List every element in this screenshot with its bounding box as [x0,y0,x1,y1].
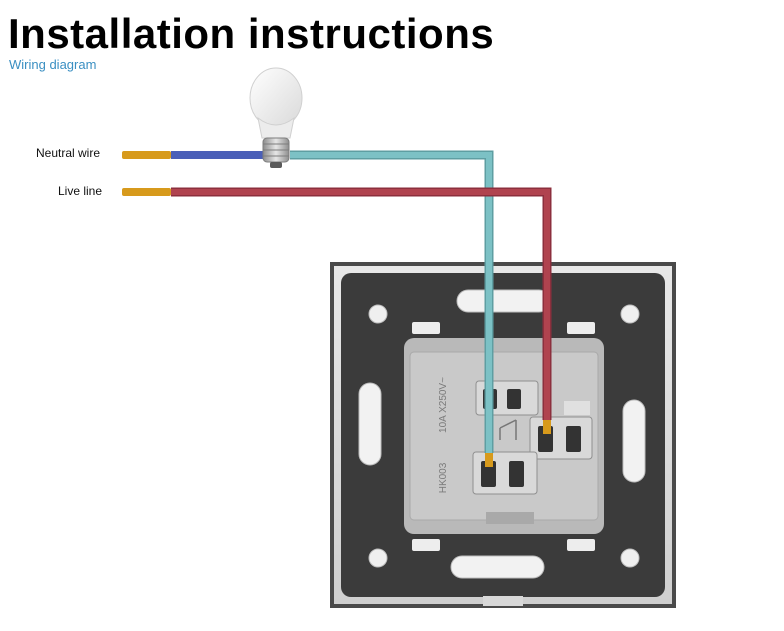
clip-bottom-left [412,539,440,551]
clip-top-left [412,322,440,334]
live-line-label: Live line [58,184,103,198]
bulb-neck [257,116,295,139]
upper-terminal-slot-right [507,389,521,409]
load-terminal-slot-left [481,461,496,487]
load-terminal-slot-right [509,461,524,487]
right-mounting-slot [622,399,646,483]
wires [122,150,552,467]
diagram-subtitle: Wiring diagram [9,57,97,72]
rating-text: 10A X250V~ [438,377,449,433]
light-bulb [249,67,303,168]
switched-wire [290,152,492,453]
switch-symbol [499,419,517,440]
bottom-tab [483,596,523,606]
load-copper-end [485,453,493,467]
live-terminal-slot-right [566,426,581,452]
clip-bottom-right [567,539,595,551]
socket-module: 10A X250V~ HK003 [404,338,604,534]
live-terminal-copper-end [543,420,551,434]
module-foot [486,512,534,524]
clip-top-right [567,322,595,334]
neutral-wire-label: Neutral wire [36,146,101,160]
left-mounting-slot [358,382,382,466]
screw-hole-top-right [620,304,640,324]
top-mounting-slot [456,289,551,313]
live-copper-end [122,188,171,196]
page-title: Installation instructions [8,10,495,57]
model-text: HK003 [438,462,449,493]
module-side-notch [564,401,590,415]
live-wire [171,189,550,420]
bottom-mounting-slot [450,555,545,579]
bulb-tip [270,162,282,168]
screw-hole-top-left [368,304,388,324]
neutral-copper-end [122,151,171,159]
screw-hole-bottom-left [368,548,388,568]
screw-hole-bottom-right [620,548,640,568]
